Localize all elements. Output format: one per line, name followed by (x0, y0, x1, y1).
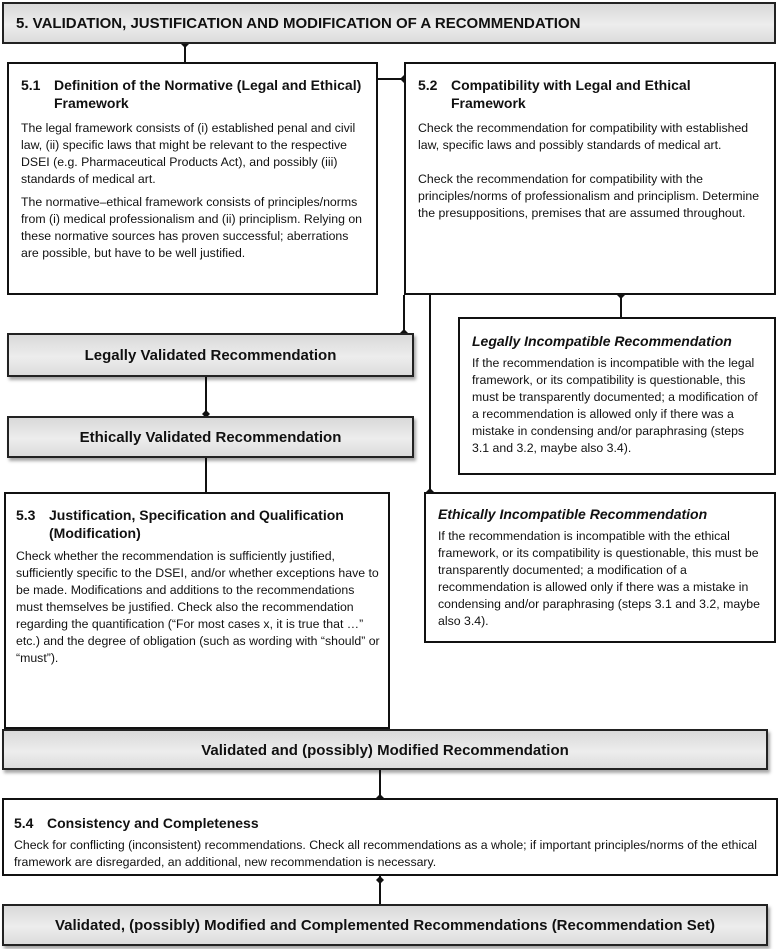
ethically-validated-box: Ethically Validated Recommendation (7, 416, 414, 458)
section-number: 5.4 (14, 815, 34, 831)
validated-modified-box: Validated and (possibly) Modified Recomm… (2, 729, 768, 770)
final-recommendation-set-label: Validated, (possibly) Modified and Compl… (54, 917, 716, 934)
section-5-1-heading: 5.1 Definition of the Normative (Legal a… (21, 76, 366, 112)
section-5-3-text: Check whether the recommendation is suff… (16, 549, 380, 665)
section-5-1-text-legal: The legal framework consists of (i) esta… (21, 121, 356, 186)
section-5-1-text-ethical: The normative–ethical framework consists… (21, 195, 363, 260)
section-5-3-box: 5.3 Justification, Specification and Qua… (4, 492, 390, 729)
legally-incompatible-title: Legally Incompatible Recommendation (472, 333, 732, 349)
section-5-2-text-ethical: Check the recommendation for compatibili… (418, 172, 760, 220)
section-5-4-heading: 5.4 Consistency and Completeness (14, 814, 768, 832)
section-title: Compatibility with Legal and Ethical Fra… (451, 77, 691, 111)
section-title: Justification, Specification and Qualifi… (49, 507, 344, 541)
section-5-4-box: 5.4 Consistency and Completeness Check f… (2, 798, 778, 876)
legally-incompatible-text: If the recommendation is incompatible wi… (472, 356, 758, 455)
ethically-incompatible-text: If the recommendation is incompatible wi… (438, 529, 760, 628)
ethically-validated-label: Ethically Validated Recommendation (79, 429, 342, 446)
legally-validated-label: Legally Validated Recommendation (84, 347, 337, 364)
section-title: Definition of the Normative (Legal and E… (54, 77, 362, 111)
header-title: 5. VALIDATION, JUSTIFICATION AND MODIFIC… (16, 15, 581, 32)
legally-incompatible-box: Legally Incompatible Recommendation If t… (458, 317, 776, 475)
section-number: 5.1 (21, 77, 41, 93)
section-5-2-heading: 5.2 Compatibility with Legal and Ethical… (418, 76, 766, 112)
section-title: Consistency and Completeness (47, 815, 259, 831)
ethically-incompatible-box: Ethically Incompatible Recommendation If… (424, 492, 776, 643)
section-5-4-text: Check for conflicting (inconsistent) rec… (14, 838, 757, 869)
section-number: 5.3 (16, 507, 36, 523)
section-5-2-box: 5.2 Compatibility with Legal and Ethical… (404, 62, 776, 295)
validated-modified-label: Validated and (possibly) Modified Recomm… (201, 742, 569, 759)
ethically-incompatible-title: Ethically Incompatible Recommendation (438, 506, 708, 522)
section-5-3-heading: 5.3 Justification, Specification and Qua… (16, 506, 380, 542)
section-number: 5.2 (418, 77, 438, 93)
legally-validated-box: Legally Validated Recommendation (7, 333, 414, 377)
section-5-2-text-legal: Check the recommendation for compatibili… (418, 121, 749, 152)
section-5-1-box: 5.1 Definition of the Normative (Legal a… (7, 62, 378, 295)
final-recommendation-set-box: Validated, (possibly) Modified and Compl… (2, 904, 768, 946)
header-bar: 5. VALIDATION, JUSTIFICATION AND MODIFIC… (2, 2, 776, 44)
